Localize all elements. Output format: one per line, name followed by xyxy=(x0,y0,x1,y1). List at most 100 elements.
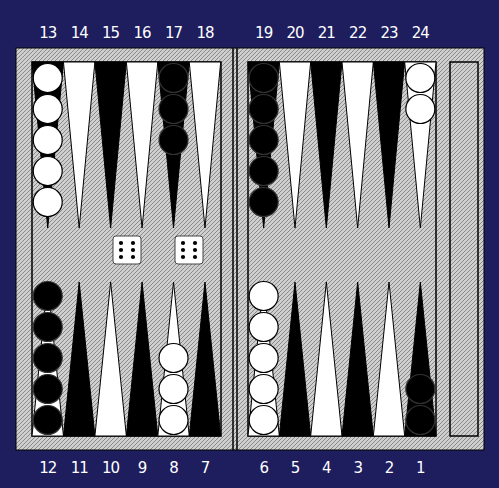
die-pip xyxy=(193,255,197,259)
die-pip xyxy=(119,241,123,245)
point-triangle xyxy=(311,282,342,436)
point-number: 13 xyxy=(39,24,56,42)
point-number: 6 xyxy=(259,459,268,477)
point-triangle xyxy=(279,282,310,436)
point-triangle xyxy=(279,62,310,228)
die xyxy=(113,236,141,264)
die-pip xyxy=(119,255,123,259)
point-number: 3 xyxy=(353,459,362,477)
point-number: 18 xyxy=(196,24,213,42)
die-pip xyxy=(181,241,185,245)
point-triangle xyxy=(95,282,126,436)
point-number: 24 xyxy=(412,24,429,42)
bar-line xyxy=(236,48,238,450)
point-number: 1 xyxy=(416,459,425,477)
point-triangle xyxy=(342,282,373,436)
left-table xyxy=(32,62,221,436)
point-triangle xyxy=(32,62,63,228)
point-triangle xyxy=(405,62,436,228)
point-number: 16 xyxy=(134,24,151,42)
die-pip xyxy=(119,248,123,252)
black-checker xyxy=(159,126,188,155)
point-number: 21 xyxy=(318,24,335,42)
white-checker xyxy=(249,375,278,404)
black-checker xyxy=(249,126,278,155)
white-checker xyxy=(249,406,278,435)
black-checker xyxy=(33,282,62,311)
point-number: 8 xyxy=(169,459,178,477)
point-triangle xyxy=(63,282,94,436)
black-checker xyxy=(249,64,278,93)
point-triangle xyxy=(248,282,279,436)
black-checker xyxy=(159,95,188,124)
die-pip xyxy=(193,241,197,245)
black-checker xyxy=(249,157,278,186)
point-number: 22 xyxy=(349,24,366,42)
white-checker xyxy=(159,375,188,404)
white-checker xyxy=(33,95,62,124)
point-number: 19 xyxy=(255,24,272,42)
right-table xyxy=(248,62,436,436)
white-checker xyxy=(406,64,435,93)
white-checker xyxy=(33,126,62,155)
point-triangle xyxy=(311,62,342,228)
black-checker xyxy=(33,406,62,435)
die-pip xyxy=(131,255,135,259)
point-triangle xyxy=(158,282,189,436)
point-triangle xyxy=(158,62,189,228)
bar-line xyxy=(232,48,234,450)
black-checker xyxy=(159,64,188,93)
point-number: 5 xyxy=(291,459,300,477)
point-number: 20 xyxy=(286,24,303,42)
point-triangle xyxy=(126,282,157,436)
white-checker xyxy=(159,344,188,373)
point-number: 9 xyxy=(138,459,147,477)
white-checker xyxy=(249,344,278,373)
black-checker xyxy=(33,344,62,373)
point-number: 7 xyxy=(201,459,210,477)
black-checker xyxy=(406,375,435,404)
point-triangle xyxy=(373,62,404,228)
black-checker xyxy=(249,95,278,124)
point-number: 12 xyxy=(39,459,56,477)
die-pip xyxy=(131,241,135,245)
white-checker xyxy=(33,64,62,93)
point-triangle xyxy=(342,62,373,228)
point-number: 10 xyxy=(102,459,119,477)
point-triangle xyxy=(63,62,94,228)
die-pip xyxy=(193,248,197,252)
point-triangle xyxy=(189,282,220,436)
die xyxy=(175,236,203,264)
point-triangle xyxy=(248,62,279,228)
board-frame xyxy=(16,48,484,450)
white-checker xyxy=(406,95,435,124)
bear-off-tray xyxy=(450,62,478,436)
point-number: 2 xyxy=(385,459,394,477)
die-pip xyxy=(181,255,185,259)
black-checker xyxy=(33,313,62,342)
point-triangle xyxy=(373,282,404,436)
point-number: 23 xyxy=(380,24,397,42)
black-checker xyxy=(249,188,278,217)
die-pip xyxy=(131,248,135,252)
point-number: 15 xyxy=(102,24,119,42)
point-number: 17 xyxy=(165,24,182,42)
white-checker xyxy=(249,313,278,342)
point-number: 11 xyxy=(71,459,88,477)
white-checker xyxy=(33,188,62,217)
point-triangle xyxy=(189,62,220,228)
white-checker xyxy=(249,282,278,311)
white-checker xyxy=(159,406,188,435)
black-checker xyxy=(406,406,435,435)
point-triangle xyxy=(405,282,436,436)
white-checker xyxy=(33,157,62,186)
point-triangle xyxy=(32,282,63,436)
die-pip xyxy=(181,248,185,252)
point-number: 14 xyxy=(71,24,88,42)
point-triangle xyxy=(95,62,126,228)
black-checker xyxy=(33,375,62,404)
point-number: 4 xyxy=(322,459,331,477)
